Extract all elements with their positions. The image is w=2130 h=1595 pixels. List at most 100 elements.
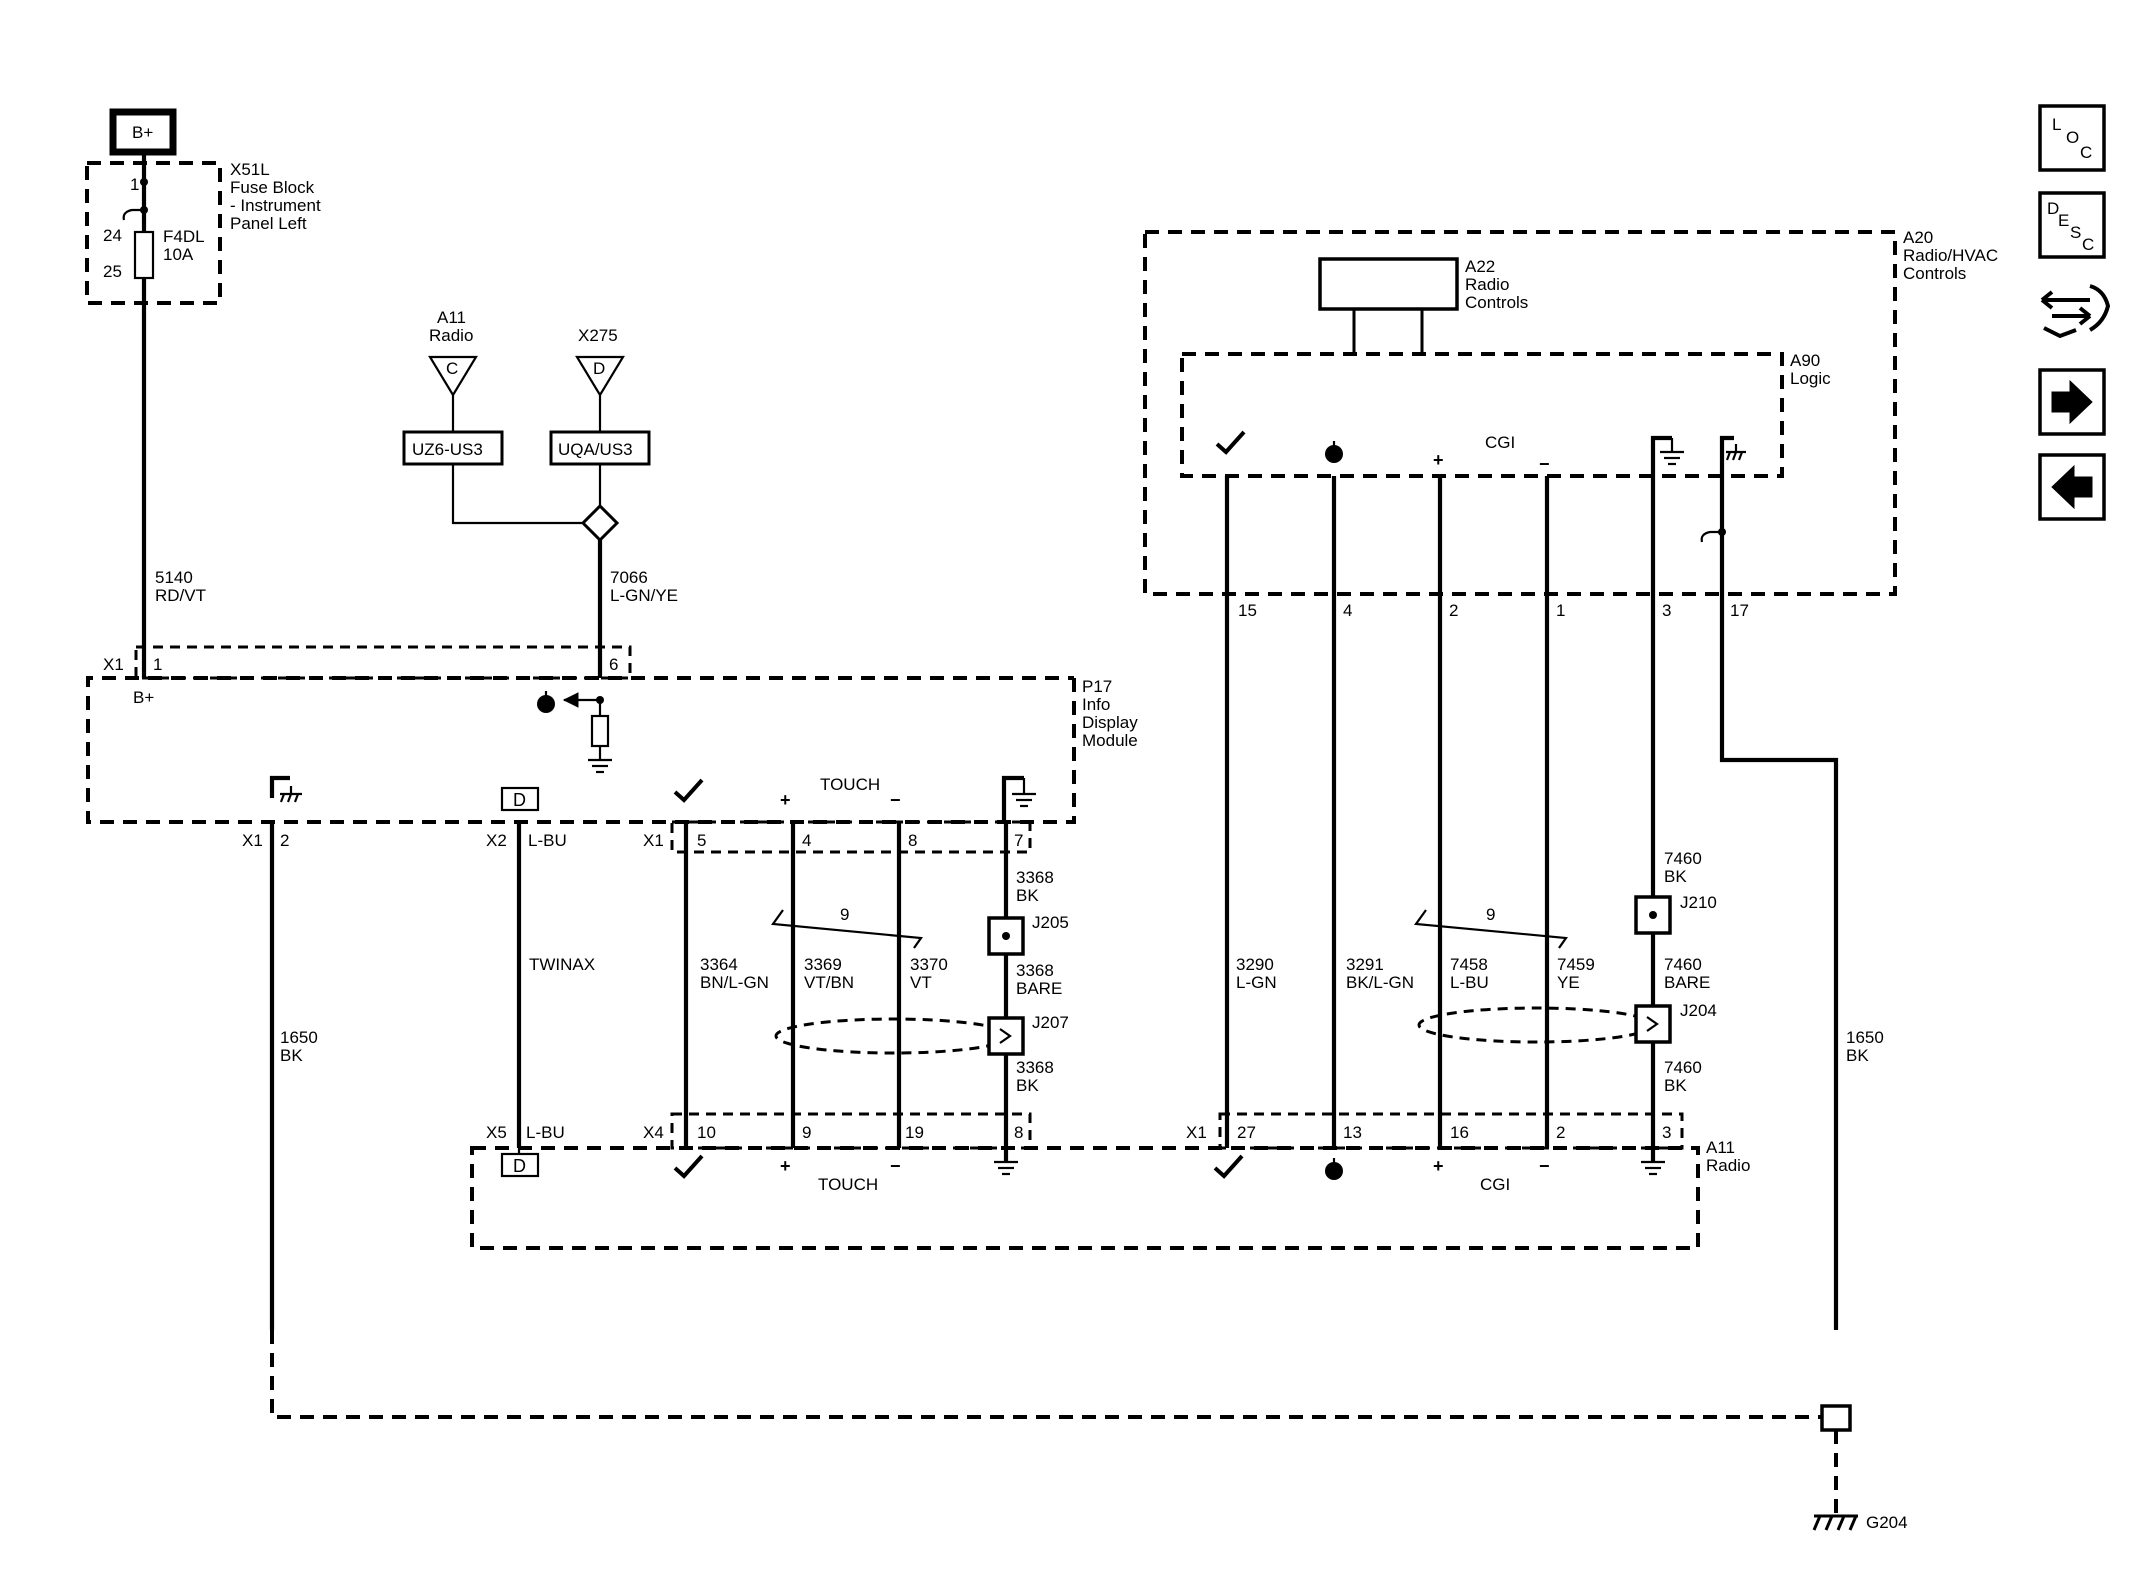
p17-pulldown-resistor bbox=[590, 714, 610, 748]
p17-pin-4: 4 bbox=[802, 831, 811, 850]
checkmark-icon bbox=[1215, 430, 1246, 455]
wire-3291-number: 3291 bbox=[1346, 955, 1384, 974]
minus-icon: − bbox=[890, 790, 901, 810]
a22-label: A22 Radio Controls bbox=[1465, 257, 1528, 312]
svg-text:D: D bbox=[513, 790, 526, 810]
a22-radio-controls bbox=[1318, 257, 1459, 311]
a20-pin-2: 2 bbox=[1449, 601, 1458, 620]
checkmark-icon bbox=[1213, 1154, 1244, 1179]
wire-1650-right-number: 1650 bbox=[1846, 1028, 1884, 1047]
p17-x1-touch-connector bbox=[670, 820, 1032, 854]
fuse-rating: 10A bbox=[163, 245, 194, 264]
p17-outline bbox=[86, 676, 1076, 824]
p17-pin-1: 1 bbox=[153, 655, 162, 674]
splice-j204-drain bbox=[1646, 1016, 1659, 1032]
fuse-pin-node bbox=[140, 178, 148, 186]
svg-text:A20: A20 bbox=[1903, 228, 1933, 247]
splice-j204-label: J204 bbox=[1680, 1001, 1717, 1020]
minus-icon: − bbox=[1539, 1156, 1550, 1176]
p17-x1-touch-label: X1 bbox=[643, 831, 664, 850]
svg-text:Module: Module bbox=[1082, 731, 1138, 750]
svg-text:D: D bbox=[513, 1156, 526, 1176]
twist-count-right: 9 bbox=[1486, 905, 1495, 924]
checkmark-icon bbox=[673, 1154, 704, 1179]
fuse-block-label: X51L Fuse Block - Instrument Panel Left bbox=[230, 160, 321, 233]
a20-outline bbox=[1143, 230, 1897, 596]
a11-x4-pin-19: 19 bbox=[905, 1123, 924, 1142]
p17-touch-label: TOUCH bbox=[820, 775, 880, 794]
minus-icon: − bbox=[890, 1156, 901, 1176]
loc-letter-c: C bbox=[2080, 143, 2092, 162]
wire-1650-right-color: BK bbox=[1846, 1046, 1869, 1065]
wire-5140-number: 5140 bbox=[155, 568, 193, 587]
a11-x4-pin-10: 10 bbox=[697, 1123, 716, 1142]
plus-icon: + bbox=[780, 1156, 791, 1176]
wire-7066-color: L-GN/YE bbox=[610, 586, 678, 605]
signal-ground-icon bbox=[1012, 778, 1036, 808]
p17-pin-2: 2 bbox=[280, 831, 289, 850]
a11-x4-pin-8: 8 bbox=[1014, 1123, 1023, 1142]
twist-count-left: 9 bbox=[840, 905, 849, 924]
right-arrow-icon bbox=[2051, 379, 2093, 425]
wire-7459-number: 7459 bbox=[1557, 955, 1595, 974]
svg-text:Radio: Radio bbox=[1465, 275, 1509, 294]
next-button[interactable] bbox=[2038, 368, 2106, 436]
previous-button[interactable] bbox=[2038, 453, 2106, 521]
bplus-label: B+ bbox=[132, 123, 153, 142]
twisted-pair-bracket bbox=[770, 909, 923, 949]
a90-label: A90 Logic bbox=[1790, 351, 1831, 388]
desc-letter-d: D bbox=[2047, 199, 2059, 218]
wire-7458-number: 7458 bbox=[1450, 955, 1488, 974]
wire-3364-number: 3364 bbox=[700, 955, 738, 974]
a20-pin-1: 1 bbox=[1556, 601, 1565, 620]
svg-text:C: C bbox=[446, 359, 458, 378]
svg-text:A11: A11 bbox=[437, 308, 466, 327]
ground-return-path bbox=[270, 1330, 1824, 1419]
wakeup-power-icon bbox=[537, 691, 555, 713]
fuse-f4dl bbox=[133, 230, 155, 280]
a11-x4-connector bbox=[670, 1112, 1032, 1150]
a20-internal-connector bbox=[1700, 530, 1722, 543]
p17-x1-bottom-label: X1 bbox=[242, 831, 263, 850]
wire-3370-color: VT bbox=[910, 973, 932, 992]
checkmark-icon bbox=[673, 778, 704, 803]
a11-radio-outline bbox=[470, 1146, 1700, 1250]
left-arrow-icon bbox=[2051, 464, 2093, 510]
p17-x2-color: L-BU bbox=[528, 831, 567, 850]
fuse-name: F4DL bbox=[163, 227, 205, 246]
antenna-a11-radio: A11 Radio C bbox=[428, 308, 478, 432]
wire-3368-number-a: 3368 bbox=[1016, 868, 1054, 887]
p17-pin-5: 5 bbox=[697, 831, 706, 850]
a90-logic-outline bbox=[1180, 352, 1784, 478]
fuse-connector-symbol bbox=[122, 208, 144, 221]
desc-letter-e: E bbox=[2058, 211, 2069, 230]
wire-7459-color: YE bbox=[1557, 973, 1580, 992]
a11-x5-color: L-BU bbox=[526, 1123, 565, 1142]
a11-x1-pin-3: 3 bbox=[1662, 1123, 1671, 1142]
p17-bplus-label: B+ bbox=[133, 688, 154, 707]
a90-ground-stub bbox=[1650, 435, 1672, 476]
wire-7066-number: 7066 bbox=[610, 568, 648, 587]
a11-x1-pin-2: 2 bbox=[1556, 1123, 1565, 1142]
svg-text:- Instrument: - Instrument bbox=[230, 196, 321, 215]
a11-x1-pin-27: 27 bbox=[1237, 1123, 1256, 1142]
desc-button[interactable]: D E S C bbox=[2038, 191, 2106, 259]
p17-x2-label: X2 bbox=[486, 831, 507, 850]
p17-label: P17 Info Display Module bbox=[1082, 677, 1138, 750]
chassis-ground-icon bbox=[279, 786, 302, 803]
power-icon bbox=[1325, 441, 1343, 463]
loc-button[interactable]: L O C bbox=[2038, 104, 2106, 172]
svg-text:Radio/HVAC: Radio/HVAC bbox=[1903, 246, 1998, 265]
p17-pin-6: 6 bbox=[609, 655, 618, 674]
wire-3370-number: 3370 bbox=[910, 955, 948, 974]
option-diamond bbox=[580, 503, 620, 543]
svg-text:D: D bbox=[593, 359, 605, 378]
signal-ground-icon bbox=[588, 746, 612, 774]
a11-x1-connector bbox=[1218, 1112, 1684, 1150]
a11-radio-label: A11 Radio bbox=[1706, 1138, 1750, 1175]
wire-1650-left-color: BK bbox=[280, 1046, 303, 1065]
connector-icon[interactable] bbox=[2040, 284, 2111, 339]
wire-3368-number-b: 3368 bbox=[1016, 961, 1054, 980]
chassis-ground-icon bbox=[1725, 444, 1746, 461]
